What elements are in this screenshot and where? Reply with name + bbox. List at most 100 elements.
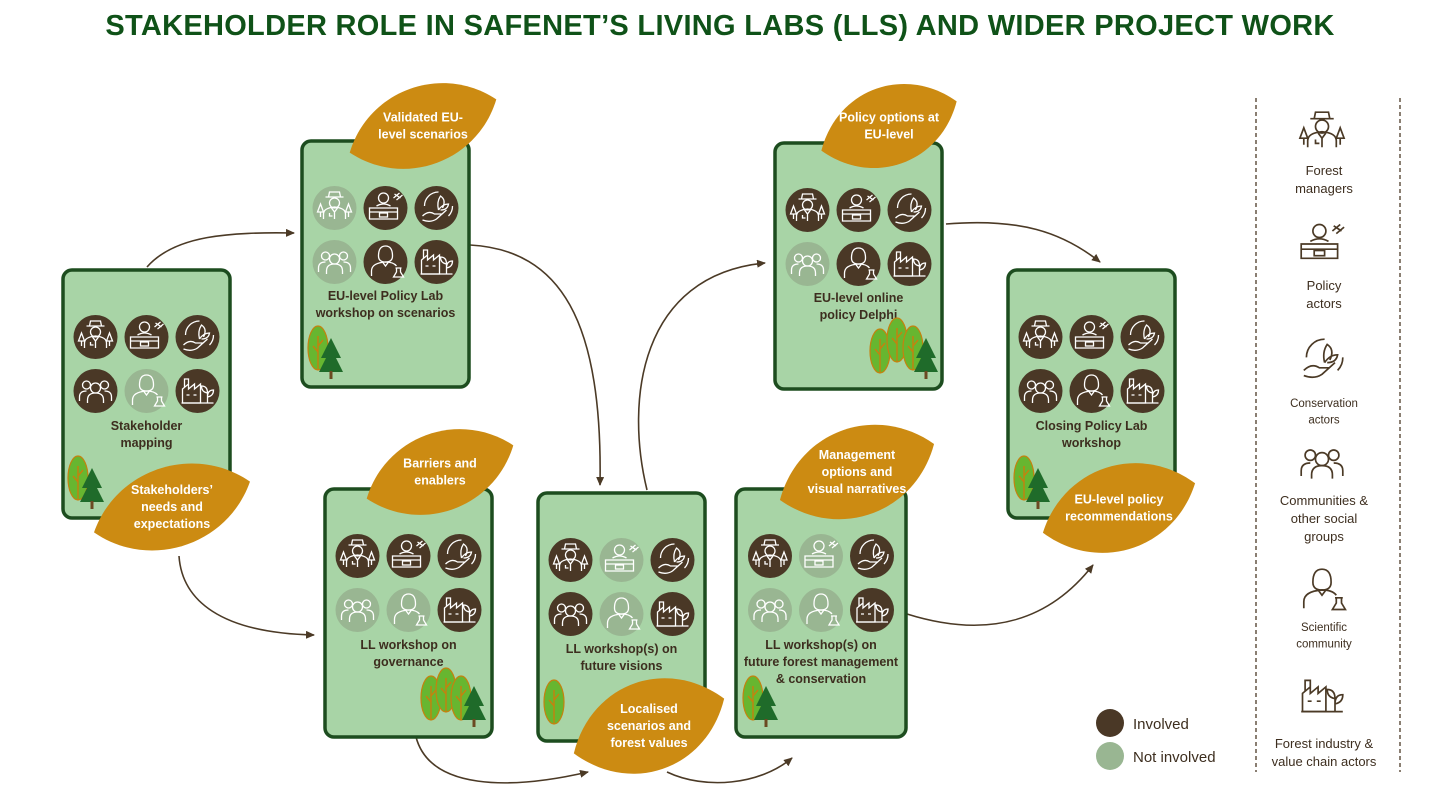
leaf-shape [821, 83, 957, 169]
scientific-community-icon [1302, 568, 1347, 611]
not-involved-label: Not involved [1133, 749, 1216, 766]
output-leaf-eu-policy-lab-scenarios: Validated EU-level scenarios [349, 83, 497, 169]
forest-managers-icon [1299, 111, 1345, 149]
tree-icon [319, 338, 343, 379]
conservation-actors-icon [887, 188, 932, 232]
scientific-community-icon [836, 242, 881, 286]
leaf-shape [94, 463, 250, 551]
diagram-title: STAKEHOLDER ROLE IN SAFENET’S LIVING LAB… [105, 10, 1335, 42]
tree-icon [462, 686, 486, 727]
flow-arrow-2 [178, 555, 315, 639]
flow-arrow-1 [146, 228, 295, 268]
scientific-community-icon [799, 588, 843, 632]
conservation-actors-icon [175, 315, 220, 359]
flow-arrow-7 [945, 221, 1101, 263]
forest-industry-icon [414, 240, 459, 284]
communities-icon [312, 240, 357, 284]
communities-icon [785, 242, 830, 286]
forest-managers-icon [312, 186, 357, 230]
forest-industry-icon [175, 369, 220, 413]
scientific-community-icon [363, 240, 408, 284]
communities-icon [335, 588, 380, 632]
leaf-shape [779, 424, 935, 520]
policy-actors-icon [386, 534, 431, 578]
legend-item-forest-industry: Forest industry &value chain actors [1272, 679, 1377, 769]
forest-managers-icon [748, 534, 792, 578]
policy-actors-icon [836, 188, 881, 232]
communities-icon [73, 369, 118, 413]
forest-managers-icon [73, 315, 118, 359]
forest-industry-icon [1120, 369, 1165, 413]
communities-icon [748, 588, 792, 632]
policy-actors-icon [363, 186, 408, 230]
flow-arrow-3 [469, 244, 605, 486]
forest-managers-icon [548, 538, 593, 582]
forest-industry-icon [850, 588, 894, 632]
involved-swatch [1096, 709, 1124, 737]
flow-arrow-5 [415, 736, 589, 784]
policy-actors-icon [1300, 223, 1345, 260]
communities-icon [1300, 449, 1344, 480]
tree-icon [1026, 468, 1050, 509]
tree-icon [886, 317, 908, 363]
tree-icon [1013, 455, 1035, 501]
communities-icon [1018, 369, 1063, 413]
scientific-community-icon [386, 588, 431, 632]
leaf-shape [349, 83, 497, 169]
forest-industry-icon [887, 242, 932, 286]
policy-actors-icon [124, 315, 169, 359]
forest-industry-icon [1300, 679, 1344, 713]
conservation-actors-icon [1120, 315, 1165, 359]
not-involved-swatch [1096, 742, 1124, 770]
scientific-community-icon [1069, 369, 1114, 413]
tree-icon [307, 325, 329, 371]
tree-icon [543, 679, 565, 725]
flow-arrow-8 [906, 564, 1094, 626]
flow-arrow-4 [637, 259, 766, 491]
involved-label: Involved [1133, 716, 1189, 733]
leaf-shape [366, 429, 514, 515]
leaf-shape [1042, 463, 1196, 553]
policy-actors-icon [799, 534, 843, 578]
forest-managers-icon [335, 534, 380, 578]
forest-industry-icon [437, 588, 482, 632]
tree-icon [914, 338, 938, 379]
tree-icon [450, 675, 472, 721]
leaf-label: Validated EU-level scenarios [378, 111, 468, 142]
conservation-actors-icon [1302, 338, 1344, 379]
flow-arrow-6 [666, 757, 793, 784]
